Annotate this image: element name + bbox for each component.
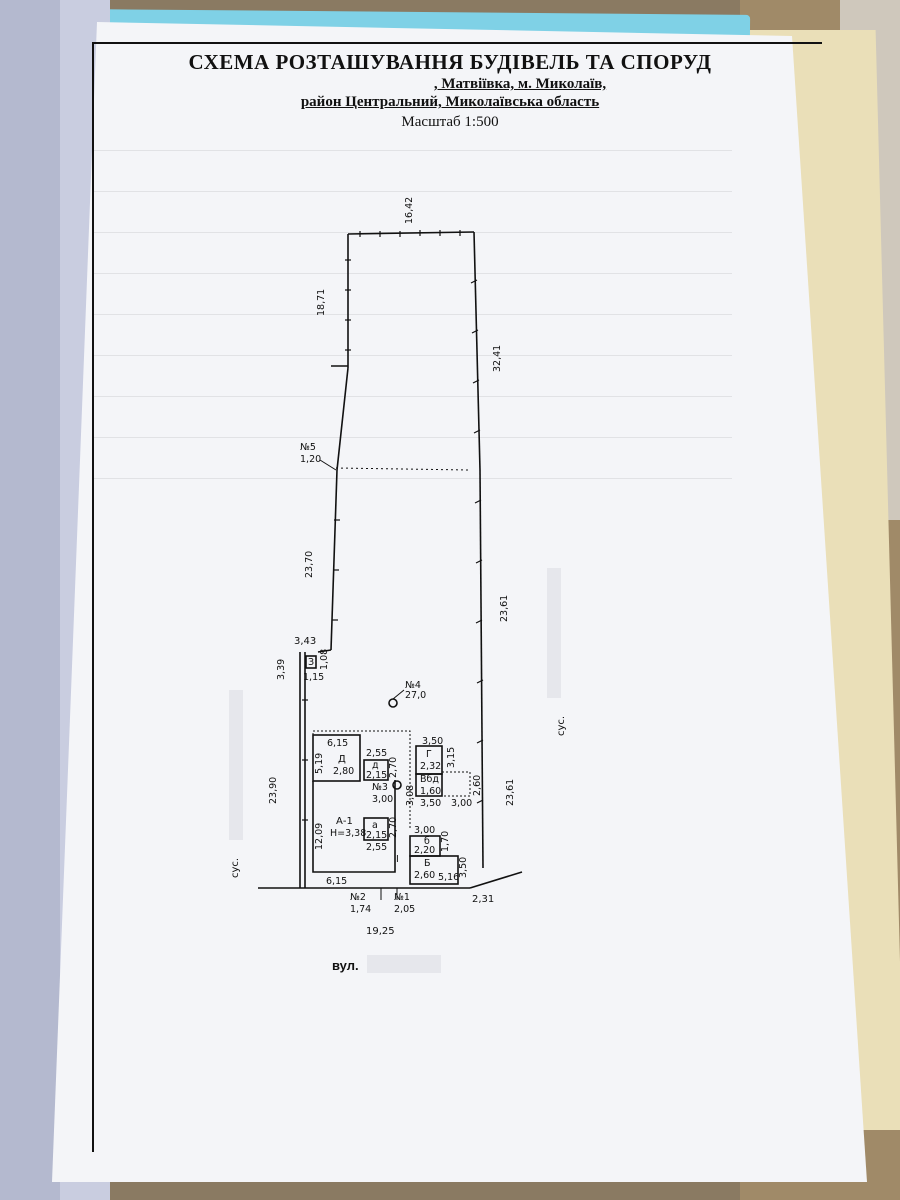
building-d2-h: 2,15 bbox=[366, 770, 387, 781]
redacted-neighbor-left bbox=[229, 690, 243, 840]
point-5-value: 1,20 bbox=[300, 454, 321, 465]
neighbor-left-label: сус. bbox=[230, 858, 241, 878]
building-d-height: 5,19 bbox=[314, 753, 325, 774]
building-vbd-w: 3,50 bbox=[420, 798, 441, 809]
redacted-block bbox=[293, 77, 434, 92]
page-frame bbox=[92, 42, 822, 1152]
building-g-h: 3,15 bbox=[446, 747, 457, 768]
building-d2-label: д bbox=[372, 760, 379, 771]
building-b-small-label: б bbox=[424, 836, 430, 847]
dim-left-outer: 23,90 bbox=[268, 777, 279, 804]
dim-bottom: 19,25 bbox=[366, 926, 395, 937]
boundary-left-mid bbox=[330, 469, 338, 651]
point-3-value: 3,00 bbox=[372, 794, 393, 805]
building-b-w: 2,60 bbox=[414, 870, 435, 881]
dim-top: 16,42 bbox=[404, 197, 415, 224]
building-b-small-h: 1,70 bbox=[440, 831, 451, 852]
boundary-right-upper bbox=[473, 231, 481, 471]
street-label: вул. bbox=[332, 958, 359, 973]
dim-right-outer: 23,61 bbox=[505, 779, 516, 806]
building-b-small-w: 2,20 bbox=[414, 845, 435, 856]
building-a1-h: 12,09 bbox=[314, 823, 325, 850]
point-3-label: №3 bbox=[372, 782, 388, 793]
redacted-neighbor-right bbox=[547, 568, 561, 698]
dim-left-mid: 23,70 bbox=[304, 551, 315, 578]
building-vbd-label: Вбд bbox=[420, 774, 439, 785]
building-vbd-side: 2,60 bbox=[472, 775, 483, 796]
building-b bbox=[409, 855, 459, 885]
dashed-veranda bbox=[442, 771, 471, 797]
dashed-outline bbox=[312, 730, 411, 828]
dim-right-upper: 32,41 bbox=[492, 345, 503, 372]
dim-small-2: 1,15 bbox=[303, 672, 324, 683]
document-page bbox=[52, 22, 867, 1182]
point-5-label: №5 bbox=[300, 442, 316, 453]
building-b-w2: 5,16 bbox=[438, 872, 459, 883]
boundary-right-lower bbox=[479, 469, 484, 869]
boundary-top bbox=[347, 231, 475, 235]
building-vbd bbox=[415, 773, 443, 797]
neighbor-right-label: сус. bbox=[556, 716, 567, 736]
left-page-edge bbox=[0, 0, 60, 1200]
lot-boundary bbox=[258, 231, 523, 889]
dim-upper-left: 18,71 bbox=[316, 289, 327, 316]
building-vbd-w2: 3,00 bbox=[451, 798, 472, 809]
dim-offset-left: 3,39 bbox=[276, 659, 287, 680]
address-line-1-text: , Матвіївка, м. Миколаїв, bbox=[433, 76, 607, 92]
building-a bbox=[363, 817, 389, 841]
point-2-value: 1,74 bbox=[350, 904, 371, 915]
building-b-h: 3,50 bbox=[458, 857, 469, 878]
building-vbd-v: 1,60 bbox=[420, 786, 441, 797]
building-g-label: Г bbox=[426, 749, 432, 760]
building-b-label: Б bbox=[424, 858, 431, 869]
boundary-jog bbox=[317, 649, 332, 653]
building-d-label: Д bbox=[338, 754, 346, 765]
building-a-h: 2,55 bbox=[366, 842, 387, 853]
building-a1-bottom: 6,15 bbox=[326, 876, 347, 887]
point-4-label: №4 bbox=[405, 680, 421, 691]
page-title: СХЕМА РОЗТАШУВАННЯ БУДІВЕЛЬ ТА СПОРУД bbox=[188, 50, 712, 74]
point-2-label: №2 bbox=[350, 892, 366, 903]
building-a1 bbox=[312, 780, 396, 873]
point-1-value: 2,05 bbox=[394, 904, 415, 915]
boundary-left-slant bbox=[336, 367, 349, 471]
building-roman-numeral: I bbox=[396, 854, 399, 865]
dim-right-corner: 2,31 bbox=[472, 894, 494, 905]
building-z-label: З bbox=[308, 657, 314, 668]
building-mid-side: 3,08 bbox=[405, 785, 416, 806]
scale-label: Масштаб 1:500 bbox=[401, 114, 499, 130]
dim-right-lower: 23,61 bbox=[499, 595, 510, 622]
fence-ticks bbox=[302, 230, 484, 821]
point-4-leader bbox=[392, 689, 405, 700]
building-b-top: 3,00 bbox=[414, 825, 435, 836]
building-d2-w: 2,55 bbox=[366, 748, 387, 759]
point-4-marker bbox=[388, 698, 398, 708]
building-d2-side: 2,70 bbox=[388, 757, 399, 778]
redacted-street bbox=[367, 955, 441, 973]
building-g-top: 3,50 bbox=[422, 736, 443, 747]
building-a1-label: А-1 bbox=[336, 816, 353, 827]
dim-offset-top: 3,43 bbox=[294, 636, 316, 647]
building-d bbox=[312, 734, 361, 782]
building-z bbox=[305, 655, 317, 669]
point-3-marker bbox=[392, 780, 402, 790]
point-1-label: №1 bbox=[394, 892, 410, 903]
point-5-leader bbox=[319, 459, 337, 471]
building-d-width: 6,15 bbox=[327, 738, 348, 749]
building-a-side: 2,70 bbox=[388, 817, 399, 838]
building-d-small bbox=[363, 759, 389, 781]
dim-small-1: 1,08 bbox=[319, 649, 330, 670]
address-line-1: , Матвіївка, м. Миколаїв, bbox=[100, 76, 800, 93]
point-4-value: 27,0 bbox=[405, 690, 426, 701]
street-line-right bbox=[469, 871, 523, 889]
dashed-divider bbox=[335, 467, 471, 471]
building-g-w: 2,32 bbox=[420, 761, 441, 772]
building-a-w: 2,15 bbox=[366, 830, 387, 841]
address-line-2: район Центральний, Миколаївська область bbox=[300, 94, 600, 110]
building-d-w: 2,80 bbox=[333, 766, 354, 777]
building-a-label: а bbox=[372, 820, 378, 831]
building-a1-height: Н=3,38 bbox=[330, 828, 366, 839]
buildings bbox=[305, 459, 471, 900]
